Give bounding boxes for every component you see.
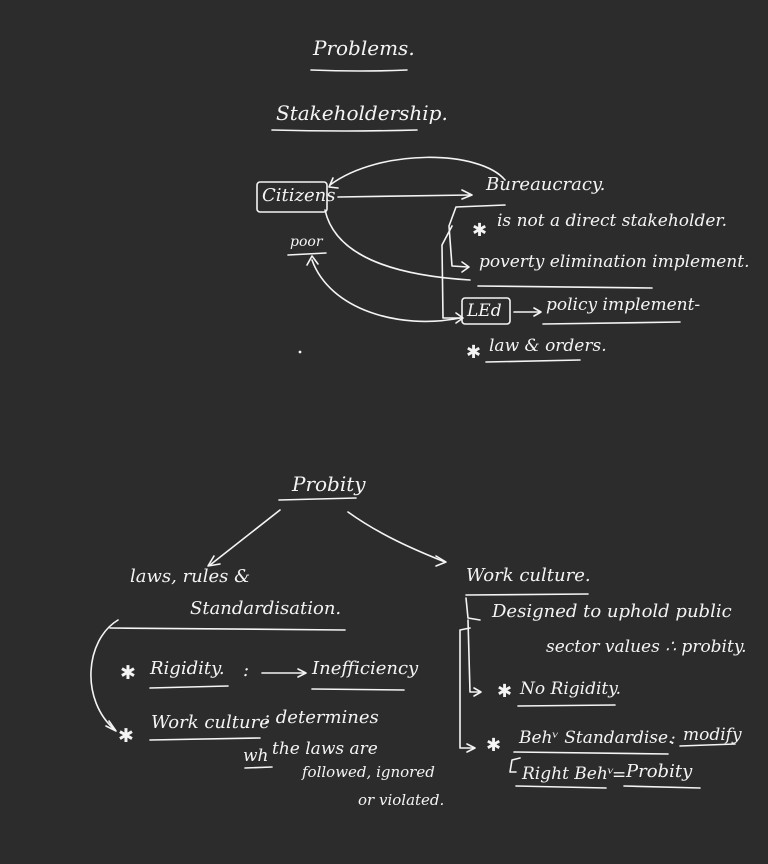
equals-sign: = [612, 765, 627, 785]
designed-text: Designed to uphold public [492, 601, 732, 622]
arrowhead-bureaucracy [461, 189, 473, 200]
rigidity-text: Rigidity. [150, 658, 225, 679]
arrowhead-citizens-top [328, 177, 339, 189]
probity-final-text: Probity [626, 761, 693, 782]
led-to-poor-loop [311, 259, 461, 323]
asterisk-rigidity: ✱ [120, 662, 136, 684]
work-culture-underline [149, 737, 261, 741]
or-violated-text: or violated. [358, 791, 445, 809]
modify-text: modify [683, 725, 742, 745]
citizens-box [256, 181, 328, 213]
title-underline [310, 69, 408, 72]
the-laws-are-text: the laws are [272, 739, 378, 759]
followed-ignored-text: followed, ignored [302, 763, 435, 781]
beh-standardise-underline [513, 751, 669, 755]
bracket-arrow-poverty [461, 261, 470, 273]
work-culture-text: Work culture [151, 712, 270, 733]
probity-final-underline [623, 785, 701, 789]
policy-implement-text: policy implement- [546, 295, 701, 315]
right-bracket-outer [459, 627, 475, 749]
poverty-underline [477, 285, 653, 289]
bureaucracy-to-citizens-loop [329, 156, 506, 186]
probity-to-right-arrow [347, 511, 446, 563]
stray-dot [298, 350, 302, 354]
arrowhead-left [207, 555, 221, 567]
work-culture-right-underline [465, 593, 589, 596]
no-rigidity-text: No Rigidity. [520, 679, 621, 699]
stakeholdership-underline [271, 129, 418, 132]
poverty-elimination-text: poverty elimination implement. [479, 252, 750, 272]
asterisk-law-orders: ✱ [466, 342, 482, 363]
citizens-to-poverty-loop [324, 209, 471, 281]
asterisk-beh-standardise: ✱ [486, 735, 502, 756]
determines-text: : determines [264, 707, 379, 728]
asterisk-work-culture: ✱ [118, 725, 134, 747]
probity-underline [278, 497, 357, 501]
no-rigidity-underline [517, 704, 616, 707]
right-bracket-inner-2 [467, 619, 481, 693]
inefficiency-text: Inefficiency [312, 658, 419, 679]
arrowhead-right [435, 555, 447, 567]
arrowhead-poor [306, 255, 319, 266]
whether-text: wh [243, 746, 269, 766]
asterisk-not-direct: ✱ [472, 220, 488, 241]
bracket-down-led [441, 225, 463, 319]
probity-heading: Probity [292, 472, 366, 496]
arrowhead-work-culture [105, 720, 117, 732]
standardisation-underline [109, 627, 346, 631]
right-beh-text: Right Behᵛ [522, 764, 615, 784]
stakeholdership-heading: Stakeholdership. [276, 101, 448, 125]
arrowhead-policy [533, 307, 542, 317]
law-orders-underline [485, 359, 581, 363]
modify-underline [679, 743, 736, 747]
work-culture-heading: Work culture. [466, 565, 591, 586]
not-direct-stakeholder-text: is not a direct stakeholder. [497, 211, 728, 231]
standardisation-text: Standardisation. [190, 598, 342, 619]
asterisk-no-rigidity: ✱ [497, 681, 513, 702]
laws-rules-text: laws, rules & [130, 566, 251, 587]
led-label: LEd [467, 301, 502, 321]
sector-values-text: sector values ∴ probity. [546, 637, 747, 657]
poor-underline [287, 252, 327, 256]
right-beh-underline [515, 785, 607, 789]
wh-underline [244, 766, 273, 769]
law-orders-text: law & orders. [489, 336, 607, 356]
arrowhead-no-rigidity [473, 687, 482, 697]
arrowhead-beh [466, 743, 476, 753]
rigidity-underline [149, 685, 229, 689]
probity-to-left-arrow [209, 509, 281, 566]
bracket-arrow-led [455, 312, 464, 324]
led-box [461, 297, 511, 325]
bureaucracy-label: Bureaucracy. [486, 174, 606, 195]
beh-standardise-text: Behᵛ Standardise. [519, 728, 674, 748]
page-title: Problems. [313, 36, 415, 60]
inefficiency-underline [311, 688, 405, 691]
right-bracket-inner [465, 597, 481, 621]
right-beh-bracket [509, 757, 521, 773]
citizens-to-bureaucracy-arrow [337, 194, 471, 198]
left-bracket-curve [90, 619, 119, 731]
bureaucracy-bracket [448, 204, 506, 268]
rigidity-colon: : [243, 660, 250, 681]
poor-label: poor [290, 234, 323, 250]
arrowhead-inefficiency [297, 668, 307, 678]
beh-colon: : [670, 729, 676, 749]
policy-underline [542, 321, 681, 325]
citizens-label: Citizens [262, 185, 336, 206]
